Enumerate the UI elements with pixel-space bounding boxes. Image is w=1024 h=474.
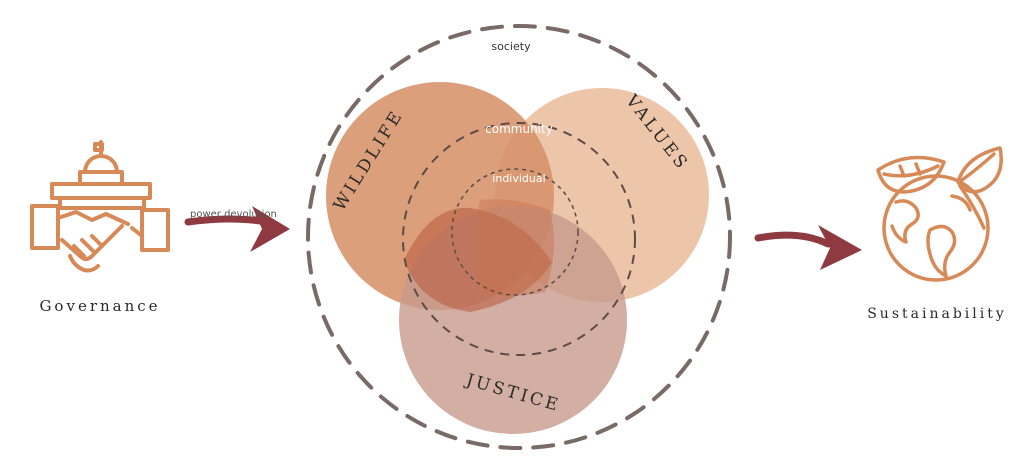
individual-label: individual: [492, 172, 545, 185]
power-devolution-label: power devolution: [190, 209, 277, 220]
center-overlap: [476, 199, 554, 296]
community-ring: [402, 122, 636, 356]
wildlife-justice-overlap: [404, 207, 552, 312]
society-ring: [306, 24, 732, 450]
governance-label: Governance: [39, 297, 160, 315]
sustainability-arrowhead: [818, 225, 862, 270]
governance-building-handshake-icon: [30, 140, 170, 273]
earth-leaves-icon: [876, 146, 1003, 282]
individual-ring: [451, 168, 579, 296]
community-label: community: [485, 122, 553, 136]
sustainability-label: Sustainability: [867, 306, 1007, 322]
society-label: society: [491, 40, 531, 53]
power-devolution-arrowhead: [250, 206, 290, 252]
sustainability-arrow: [754, 231, 832, 248]
